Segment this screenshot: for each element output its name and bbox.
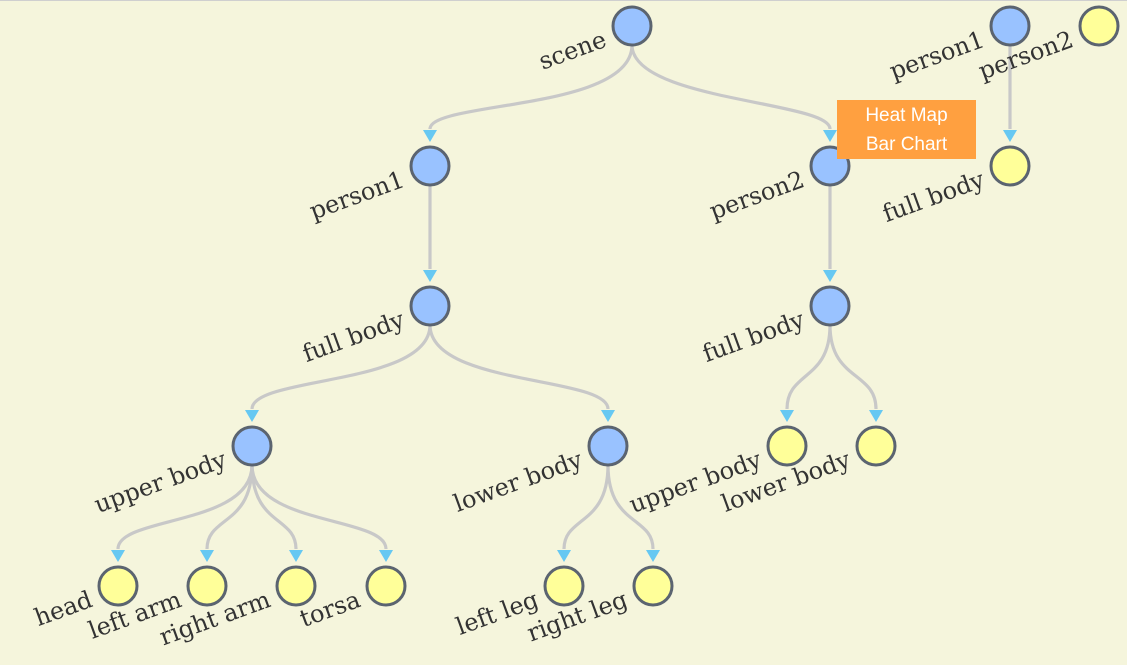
arrow-person2 (823, 130, 837, 142)
link-fullbody-lowerbody (428, 324, 610, 410)
arrow-lowerbody (601, 410, 615, 422)
node-side-person1[interactable] (989, 5, 1031, 47)
node-lower-body[interactable] (587, 425, 629, 467)
link-upper-rightarm (250, 464, 298, 550)
node-person2-lower-body[interactable] (855, 425, 897, 467)
node-side-person2[interactable] (1078, 5, 1120, 47)
node-scene[interactable] (611, 5, 653, 47)
link-p2fb-lowerbody (828, 324, 878, 410)
menu-item-heat-map[interactable]: Heat Map (865, 104, 948, 126)
label-person2-full-body: full body (699, 305, 809, 368)
link-upper-head (116, 464, 254, 550)
node-person1-full-body[interactable] (409, 285, 451, 327)
arrow-rightarm (289, 550, 303, 562)
label-person1-full-body: full body (299, 305, 409, 368)
node-person2-full-body[interactable] (809, 285, 851, 327)
node-left-leg[interactable] (543, 565, 585, 607)
label-person2: person2 (706, 165, 808, 225)
arrow-person2-fullbody (823, 270, 837, 282)
node-person2-upper-body[interactable] (766, 425, 808, 467)
link-scene-person1 (428, 44, 634, 130)
link-upper-torsa (250, 464, 388, 550)
arrow-leftarm (200, 550, 214, 562)
node-left-arm[interactable] (186, 565, 228, 607)
label-scene: scene (535, 25, 610, 75)
nodes (97, 5, 1120, 607)
node-person1[interactable] (409, 145, 451, 187)
node-torsa[interactable] (365, 565, 407, 607)
node-right-leg[interactable] (632, 565, 674, 607)
arrow-side-fullbody (1003, 130, 1017, 142)
context-menu: Heat Map Bar Chart (837, 100, 976, 159)
links (116, 44, 1012, 550)
node-upper-body[interactable] (231, 425, 273, 467)
node-side-full-body[interactable] (989, 145, 1031, 187)
arrow-p2-lowerbody (869, 410, 883, 422)
arrow-rightleg (646, 550, 660, 562)
label-side-person1: person1 (886, 25, 988, 85)
arrow-leftleg (557, 550, 571, 562)
menu-item-bar-chart[interactable]: Bar Chart (865, 133, 948, 155)
arrow-person1-fullbody (423, 270, 437, 282)
arrow-head (111, 550, 125, 562)
arrow-p2-upperbody (780, 410, 794, 422)
link-fullbody-upperbody (250, 324, 432, 410)
link-lower-leftleg (562, 464, 610, 550)
arrowheads (111, 130, 1017, 562)
link-p2fb-upperbody (785, 324, 832, 410)
label-person1: person1 (306, 165, 408, 225)
arrow-person1 (423, 130, 437, 142)
link-lower-rightleg (606, 464, 655, 550)
arrow-torsa (379, 550, 393, 562)
link-scene-person2 (630, 44, 832, 130)
arrow-upperbody (245, 410, 259, 422)
link-upper-leftarm (205, 464, 254, 550)
node-head[interactable] (97, 565, 139, 607)
label-side-full-body: full body (879, 165, 989, 228)
label-lower-body: lower body (450, 445, 587, 518)
node-right-arm[interactable] (275, 565, 317, 607)
